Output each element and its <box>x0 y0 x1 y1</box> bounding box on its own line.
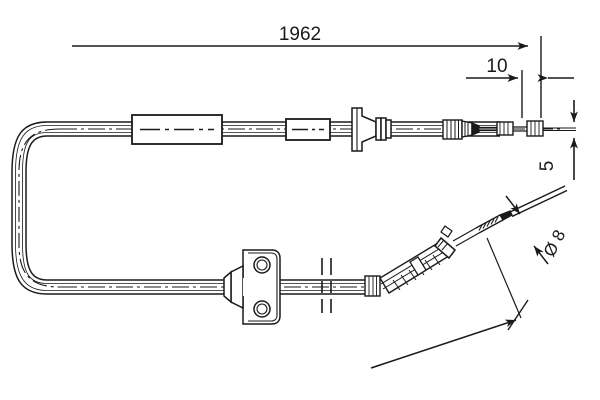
lower-end-terminal <box>475 185 568 234</box>
u-bend-inner <box>25 135 48 281</box>
upper-end-terminal <box>496 120 576 137</box>
u-bend-thin-outer <box>15 125 48 291</box>
dimension-label-overall-length: 1962 <box>279 24 321 45</box>
u-bend-outer <box>11 121 48 295</box>
upper-threaded-fitting <box>442 119 497 140</box>
left-u-bend <box>11 121 61 295</box>
dimension-end-offset: 10 <box>466 56 574 118</box>
break-symbol <box>321 258 332 313</box>
large-sleeve <box>131 114 223 145</box>
lower-cable-assembly <box>47 279 372 295</box>
diameter-leader-top <box>505 195 521 215</box>
lower-angled-leader <box>370 237 529 369</box>
lower-spring-assembly <box>364 225 480 297</box>
dimension-label-end-height: 5 <box>537 161 558 172</box>
mounting-bracket <box>223 249 281 325</box>
diameter-leader-bottom <box>533 245 549 265</box>
u-bend-thin-inner <box>22 132 48 284</box>
dimension-label-end-offset: 10 <box>486 56 507 77</box>
u-bend-centerline <box>18 128 61 288</box>
bell-grommet <box>351 107 392 152</box>
small-sleeve <box>285 118 331 141</box>
dimension-end-height: 5 <box>537 100 578 180</box>
lower-leader-line <box>370 319 517 369</box>
lower-leader-extension <box>507 299 529 331</box>
lower-leader-tie <box>486 237 522 319</box>
upper-cable-assembly <box>47 121 562 137</box>
